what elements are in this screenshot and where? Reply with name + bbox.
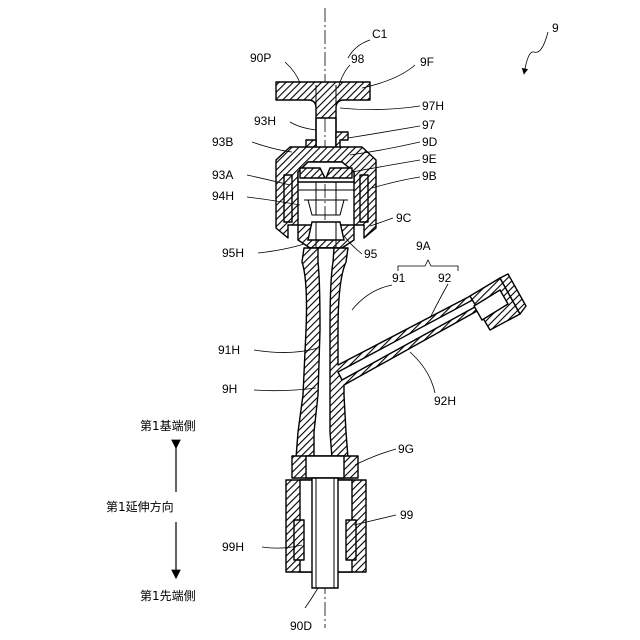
label-9C: 9C <box>396 211 412 225</box>
side-port <box>470 274 526 330</box>
label-99: 99 <box>400 508 414 522</box>
label-C1: C1 <box>372 27 388 41</box>
label-97H: 97H <box>422 99 444 113</box>
label-92: 92 <box>438 271 452 285</box>
main-leader-arrow <box>524 32 548 74</box>
label-93B: 93B <box>212 135 233 149</box>
label-93H: 93H <box>254 114 276 128</box>
label-9H: 9H <box>222 382 237 396</box>
direction-distal-label: 第1先端側 <box>140 589 196 603</box>
label-9F: 9F <box>420 55 434 69</box>
direction-proximal-label: 第1基端側 <box>140 419 196 433</box>
label-91: 91 <box>392 271 406 285</box>
label-99H: 99H <box>222 540 244 554</box>
label-9G: 9G <box>398 442 414 456</box>
main-body <box>296 248 486 458</box>
label-9B: 9B <box>422 169 437 183</box>
label-9E: 9E <box>422 152 437 166</box>
top-flange <box>276 82 370 118</box>
label-93A: 93A <box>212 168 233 182</box>
lower-connector <box>286 456 366 588</box>
label-9: 9 <box>552 21 559 35</box>
label-9D: 9D <box>422 135 438 149</box>
label-91H: 91H <box>218 343 240 357</box>
label-90D: 90D <box>290 619 312 633</box>
label-92H: 92H <box>434 394 456 408</box>
label-95: 95 <box>364 247 378 261</box>
direction-extension-label: 第1延伸方向 <box>106 499 174 514</box>
label-94H: 94H <box>212 189 234 203</box>
label-90P: 90P <box>250 51 271 65</box>
lower-cap <box>298 222 354 250</box>
label-95H: 95H <box>222 246 244 260</box>
label-9A: 9A <box>416 239 431 253</box>
label-98: 98 <box>351 52 365 66</box>
label-97: 97 <box>422 118 436 132</box>
